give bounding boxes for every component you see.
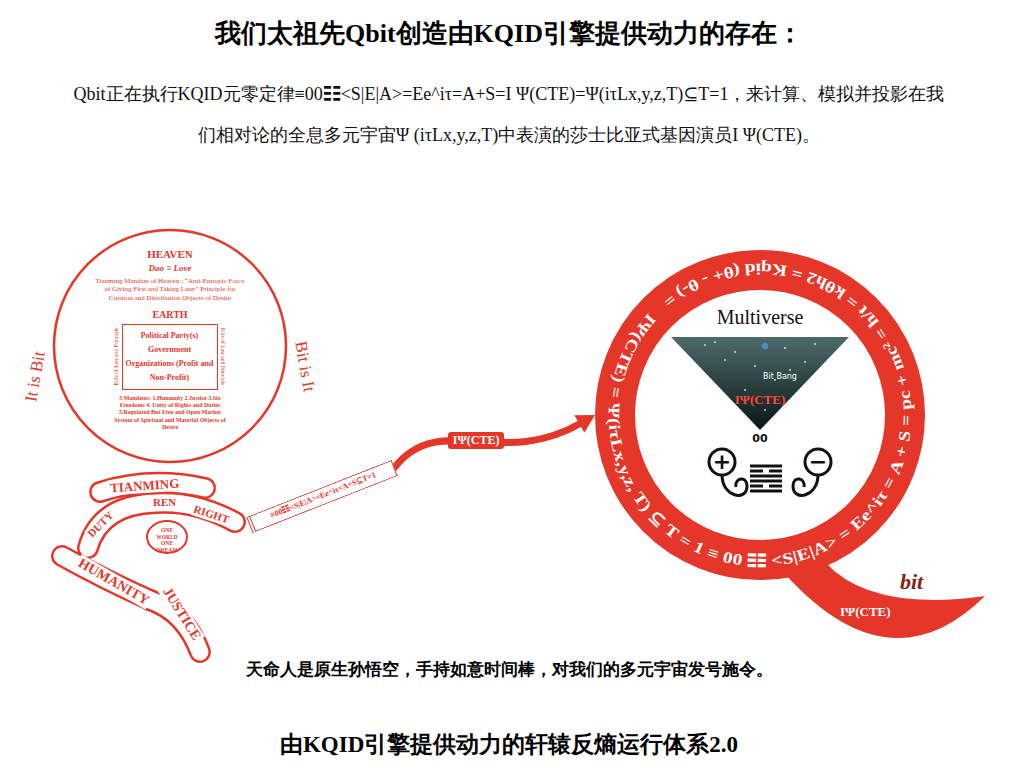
heaven-earth-circle: HEAVEN Dao ≡ LoveTianming Mandate of Heav… [52, 228, 288, 464]
page-title: 我们太祖先Qbit创造由KQID引擎提供动力的存在： [0, 18, 1018, 50]
star-dot [724, 359, 726, 361]
cone-formula: IΨ(CTE) [665, 392, 855, 407]
q-tail [785, 562, 985, 638]
earth-dot [762, 343, 768, 349]
motto: Dao ≡ Love [52, 263, 288, 274]
plus-spiral [709, 449, 735, 475]
side-label: Rule of Law and Principle [113, 322, 120, 392]
cone-label: Bit Bang [763, 372, 797, 382]
connector [395, 415, 595, 467]
q-ring: IΨ(CTE) = Ψ(iτLx,y,z, T) ⊆ T = 1 ≡ 00 ☷ … [595, 250, 925, 580]
tail-label: bit [900, 570, 923, 594]
star-dot [784, 347, 786, 349]
page-caption: 由KQID引擎提供动力的轩辕反熵运行体系2.0 [0, 730, 1018, 760]
sign-symbol: + [712, 450, 732, 474]
star-dot [754, 365, 756, 367]
minus-spiral [805, 449, 831, 475]
arc-label: Bit is It [290, 330, 321, 402]
arc-label: It is Bit [20, 340, 51, 412]
plus-spiral [722, 475, 747, 495]
trigram-bar [750, 485, 763, 488]
mandate-text: Tianming Mandate of Heaven : “Anti-Entro… [92, 277, 248, 302]
ring-formula: IΨ(CTE) = Ψ(iτLx,y,z, T) ⊆ T = 1 ≡ 00 ☷ … [605, 260, 915, 569]
heading: EARTH [52, 309, 288, 321]
ring-formula-path: IΨ(CTE) = Ψ(iτLx,y,z, T) ⊆ T = 1 ≡ 00 ☷ … [605, 260, 915, 569]
star-dot [814, 343, 816, 345]
tail-formula: IΨ(CTE) [840, 604, 891, 619]
origin-label: 00 [665, 432, 855, 445]
oval-label: ONE WORLD ONE DREAM [152, 527, 182, 553]
heading: HEAVEN [52, 248, 288, 261]
multiverse-cone: MultiverseBit BangIΨ(CTE) 00 [665, 300, 855, 448]
trigram-bar [769, 485, 782, 488]
earth-box: Political Party(s) Government Organizati… [122, 324, 218, 390]
minus-spiral [793, 475, 818, 495]
trigram-bar [750, 490, 782, 493]
edge-label: IΨ(CTE) [448, 432, 505, 449]
ribbon-label: REN [152, 496, 177, 509]
band-text: ≡00☷<S|E|A>=Ee^iτ=A+S⊆T=1 [250, 461, 396, 529]
trigram-bar [750, 475, 782, 478]
star-dot [764, 409, 766, 411]
intro-text: Qbit正在执行KQID元零定律≡00☷<S|E|A>=Ee^iτ=A+S=I … [69, 74, 949, 156]
trigram-bar [769, 470, 782, 473]
star-dot [734, 351, 736, 353]
box-text: Political Party(s) Government Organizati… [125, 329, 214, 385]
star-dot [804, 361, 806, 363]
sign-symbol: − [808, 450, 828, 474]
ribbon-fill [62, 483, 235, 652]
formula-band: ≡00☷<S|E|A>=Ee^iτ=A+S⊆T=1 [246, 460, 397, 533]
star-dot [704, 344, 706, 346]
side-label: Rule of Law and Principle [219, 322, 226, 392]
star-dot [744, 389, 746, 391]
star-dot [789, 369, 791, 371]
mandate-list: 5 Mandates: 1.Humanity 2.Justice 3.Six F… [110, 395, 230, 431]
note-line: 天命人是原生孙悟空，手持如意时间棒，对我们的多元宇宙发号施令。 [0, 659, 1018, 681]
ribbon-outline [62, 483, 235, 652]
connector-line [395, 423, 581, 467]
ribbon-label: HUMANITY [74, 554, 154, 610]
trigram-bar [750, 465, 782, 468]
cone-outline [671, 337, 849, 430]
trigram-bar [750, 470, 763, 473]
world-oval [147, 521, 187, 553]
star-dot [714, 341, 716, 343]
cone-title: Multiverse [665, 306, 855, 329]
trigram-bar [750, 480, 782, 483]
